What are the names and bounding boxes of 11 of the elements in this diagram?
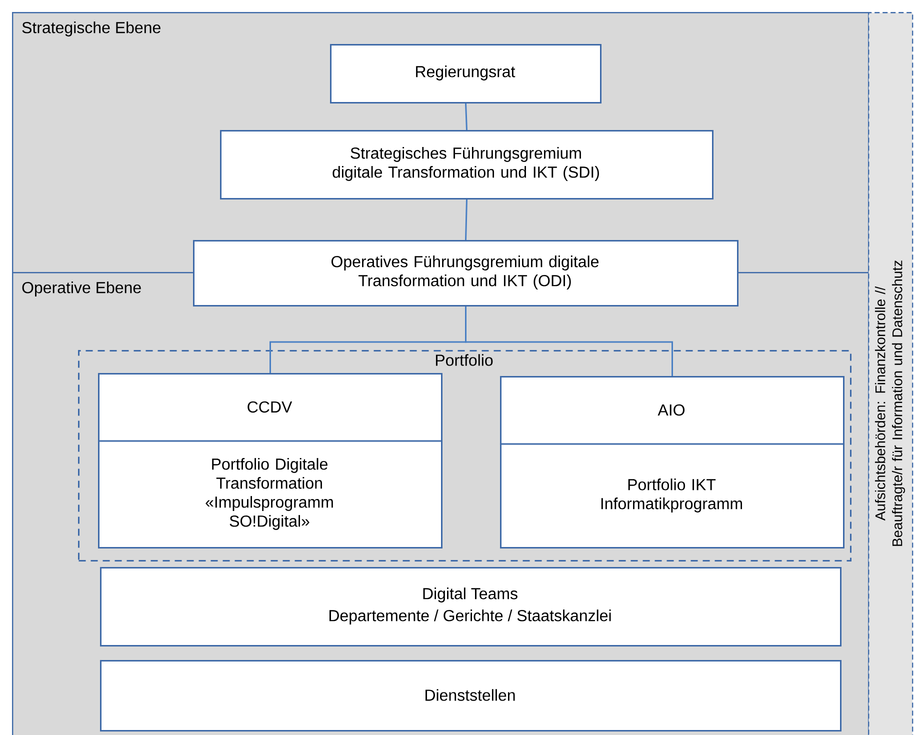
org-box: Regierungsrat xyxy=(330,44,602,104)
connector-line xyxy=(465,103,468,130)
supervision-band: Aufsichtsbehörden: Finanzkontrolle // Beauftragte/r für Information und Datenschutz xyxy=(868,12,914,735)
org-box: Operatives Führungsgremium digitale Transformation und IKT (ODI) xyxy=(193,240,738,306)
connector-line xyxy=(465,306,673,376)
connector-line xyxy=(465,199,468,240)
org-box: CCDV Portfolio Digitale Transformation «Impulsprogramm SO!Digital» xyxy=(98,373,442,548)
org-box: Dienststellen xyxy=(100,660,842,732)
org-box: Strategisches Führungsgremium digitale Transformation und IKT (SDI) xyxy=(220,130,714,200)
org-box: AIO Portfolio IKT Informatikprogramm xyxy=(500,376,844,548)
org-box: Digital Teams Departemente / Gerichte / Staatskanzlei xyxy=(100,567,842,646)
